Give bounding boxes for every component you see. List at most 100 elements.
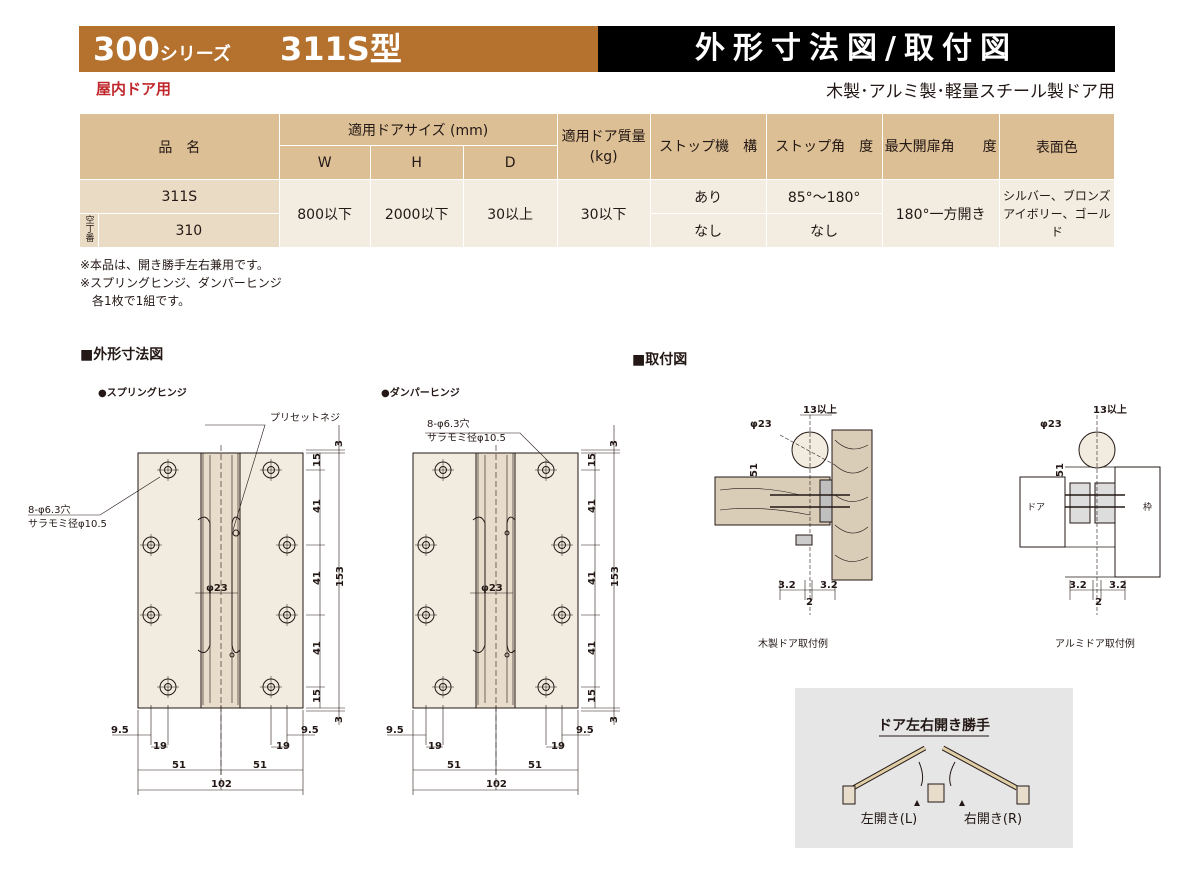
th-max-angle: 最大開扉角 度 [881, 113, 1000, 180]
damper-right-leaf [514, 452, 579, 709]
spring-knuckle [200, 452, 241, 709]
alu-dim2: 2 [1095, 597, 1102, 608]
note-3: 各1枚で1組です。 [80, 294, 191, 308]
door-types: 木製･アルミ製･軽量スチール製ドア用 [826, 82, 1115, 102]
alu-phi23: φ23 [1040, 419, 1062, 430]
alu-frame-label: 枠 [1143, 501, 1152, 513]
wood-gap: 13以上 [803, 403, 837, 416]
cell-colors: シルバー、ブロンズ アイボリー、ゴールド [998, 179, 1116, 248]
spring-dimensions [28, 424, 345, 795]
damper-hinge-label: ●ダンパーヒンジ [381, 388, 460, 399]
damper-holes-label: 8-φ6.3穴 [427, 417, 469, 430]
damper-dim-102: 102 [486, 779, 507, 790]
wood-frame [831, 429, 873, 581]
wood-dim32-left: 3.2 [778, 580, 796, 591]
wood-caption: 木製ドア取付例 [758, 637, 828, 650]
alu-caption: アルミドア取付例 [1055, 637, 1135, 650]
damper-left-leaf [412, 452, 477, 709]
cell-d: 30以上 [462, 179, 558, 248]
handing-center-jamb [927, 783, 945, 803]
handing-diagram: ドア左右開き勝手 左開き(L) 右開き(R) [842, 717, 1030, 827]
spring-dim-15-bottom: 15 [312, 689, 323, 703]
th-w: W [278, 145, 371, 180]
color-line-1: シルバー、ブロンズ [1002, 188, 1111, 203]
color-line-2: アイボリー、ゴールド [1003, 206, 1111, 239]
spring-dim-9.5-left: 9.5 [111, 725, 129, 736]
wood-dim2: 2 [806, 597, 813, 608]
spring-dim-51-right: 51 [253, 760, 267, 771]
spring-dim-19-left: 19 [153, 741, 167, 752]
th-stop-mech: ストップ機 構 [649, 113, 767, 180]
damper-dim-9.5-left: 9.5 [386, 725, 404, 736]
damper-dim-153: 153 [610, 566, 621, 587]
damper-dim-19-left: 19 [428, 741, 442, 752]
th-stop-angle: ストップ角 度 [765, 113, 883, 180]
spring-phi23: φ23 [206, 583, 228, 594]
th-weight: 適用ドア質量(kg) [556, 113, 651, 180]
handing-title: ドア左右開き勝手 [878, 717, 990, 734]
model-title: 311S型 [280, 30, 402, 68]
th-color: 表面色 [998, 113, 1116, 180]
notes: ※本品は、開き勝手左右兼用です。 ※スプリングヒンジ、ダンパーヒンジ 各1枚で1… [80, 256, 282, 310]
spring-dim-153: 153 [335, 566, 346, 587]
alu-dim32-left: 3.2 [1069, 580, 1087, 591]
wood-dim32-right: 3.2 [820, 580, 838, 591]
damper-dimensions [387, 425, 620, 795]
th-h: H [369, 145, 464, 180]
damper-knuckle [475, 452, 516, 709]
cell-weight: 30以下 [556, 179, 651, 248]
outline-title: ■外形寸法図 [80, 347, 164, 363]
spring-dim-15-top: 15 [312, 453, 323, 467]
alu-mounting-drawing: φ23 13以上 51 3.2 3.2 2 ドア 枠 アルミドア取付例 [1019, 403, 1161, 650]
cell-w: 800以下 [278, 179, 371, 248]
th-d: D [462, 145, 558, 180]
alu-frame [1114, 466, 1161, 578]
indoor-label: 屋内ドア用 [96, 80, 172, 98]
damper-dim-3-top: 3 [609, 440, 620, 447]
preset-screw-label: プリセットネジ [270, 412, 340, 424]
spring-dim-19-right: 19 [276, 741, 290, 752]
damper-phi23: φ23 [481, 583, 503, 594]
note-2: ※スプリングヒンジ、ダンパーヒンジ [80, 276, 282, 290]
section-title: 外形寸法図/取付図 [695, 31, 1018, 66]
spring-countersink-label: サラモミ径φ10.5 [28, 517, 107, 530]
th-size-group: 適用ドアサイズ (mm) [278, 113, 558, 146]
spring-dim-3-bottom: 3 [334, 716, 345, 723]
spec-table: 品 名 適用ドアサイズ (mm) 適用ドア質量(kg) ストップ機 構 ストップ… [79, 113, 1116, 248]
spring-holes [140, 459, 298, 698]
wood-dim51: 51 [749, 463, 760, 477]
damper-dim-41-c: 41 [587, 641, 598, 655]
alu-knuckle [1078, 431, 1116, 469]
cell-stop-angle-310: なし [765, 213, 883, 248]
damper-dim-3-bottom: 3 [609, 716, 620, 723]
spring-dim-9.5-right: 9.5 [301, 725, 319, 736]
spring-dim-41-c: 41 [312, 641, 323, 655]
handing-right-door [941, 745, 1030, 805]
alu-door [1019, 476, 1066, 548]
handing-left-door [842, 745, 927, 805]
cell-h: 2000以下 [369, 179, 464, 248]
side-label-cell: 空丁番 [79, 213, 99, 248]
header-right-band [598, 26, 1115, 72]
wood-hinge-leaf [819, 479, 833, 523]
spring-dim-51-left: 51 [172, 760, 186, 771]
spring-dim-41-b: 41 [312, 571, 323, 585]
wood-mounting-drawing: φ23 13以上 51 3.2 3.2 2 木製ドア取付例 [714, 403, 873, 650]
damper-dim-15-bottom: 15 [587, 689, 598, 703]
spring-holes-label: 8-φ6.3穴 [28, 503, 70, 516]
handing-left-label: 左開き(L) [861, 812, 917, 827]
wood-door [714, 476, 831, 526]
header-left-band [79, 26, 598, 72]
alu-gap: 13以上 [1093, 403, 1127, 416]
alu-door-label: ドア [1027, 503, 1045, 513]
mounting-title: ■取付図 [632, 352, 688, 368]
row-name-311s: 311S [79, 179, 280, 214]
spring-right-leaf [239, 452, 304, 709]
damper-dim-15-top: 15 [587, 453, 598, 467]
spring-dim-102: 102 [211, 779, 232, 790]
cell-stop-mech-311s: あり [649, 179, 767, 214]
cell-stop-mech-310: なし [649, 213, 767, 248]
th-name: 品 名 [79, 113, 280, 180]
cell-max-angle: 180°一方開き [881, 179, 1000, 248]
damper-dim-41-b: 41 [587, 571, 598, 585]
